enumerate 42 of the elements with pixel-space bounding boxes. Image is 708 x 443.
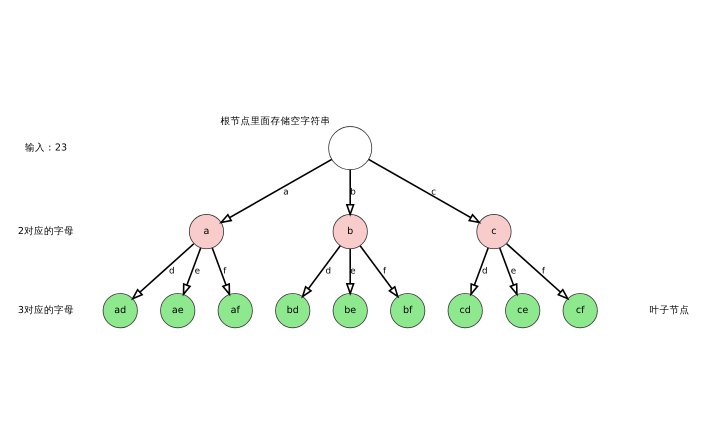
arrow (499, 247, 518, 296)
arrow (368, 158, 482, 224)
node-circle: a (188, 214, 224, 249)
arrow (182, 247, 202, 296)
node-circle (328, 126, 372, 170)
node-circle: af (218, 292, 253, 328)
arrow (506, 242, 570, 300)
edge-label: e (510, 266, 516, 276)
node-circle: ad (102, 292, 138, 328)
arrow (470, 247, 489, 296)
edge-label: b (350, 186, 356, 197)
node-circle: b (332, 214, 368, 249)
edge-label: f (542, 266, 545, 276)
node-circle: ce (505, 292, 540, 328)
edge-label: e (350, 266, 356, 276)
node-circle: bd (275, 292, 310, 328)
node-label: 根节点里面存储空字符串 (220, 115, 331, 126)
arrow (219, 158, 332, 224)
edge-label: d (482, 266, 488, 276)
arrow (346, 248, 355, 296)
label: 3对应的字母 (18, 304, 74, 316)
label: 输入：23 (24, 142, 68, 154)
label: 叶子节点 (650, 304, 690, 316)
arrow (301, 244, 341, 298)
edge-label: e (194, 266, 200, 276)
node-circle: ae (160, 292, 196, 328)
node-circle: bf (390, 292, 426, 328)
edge-label: f (223, 266, 226, 276)
edge-label: d (168, 266, 175, 276)
node-circle: cd (448, 292, 483, 328)
arrow (212, 247, 230, 296)
arrow (346, 169, 355, 216)
arrow (130, 242, 194, 300)
edge-label: c (431, 186, 436, 197)
label: 2对应的字母 (18, 226, 74, 237)
edge-label: d (325, 266, 332, 276)
arrow (360, 244, 400, 298)
node-circle: c (476, 214, 512, 249)
edge-label: f (382, 266, 386, 276)
node-circle: cf (562, 292, 598, 328)
node-circle: be (332, 292, 368, 328)
edge-label: a (283, 186, 289, 197)
